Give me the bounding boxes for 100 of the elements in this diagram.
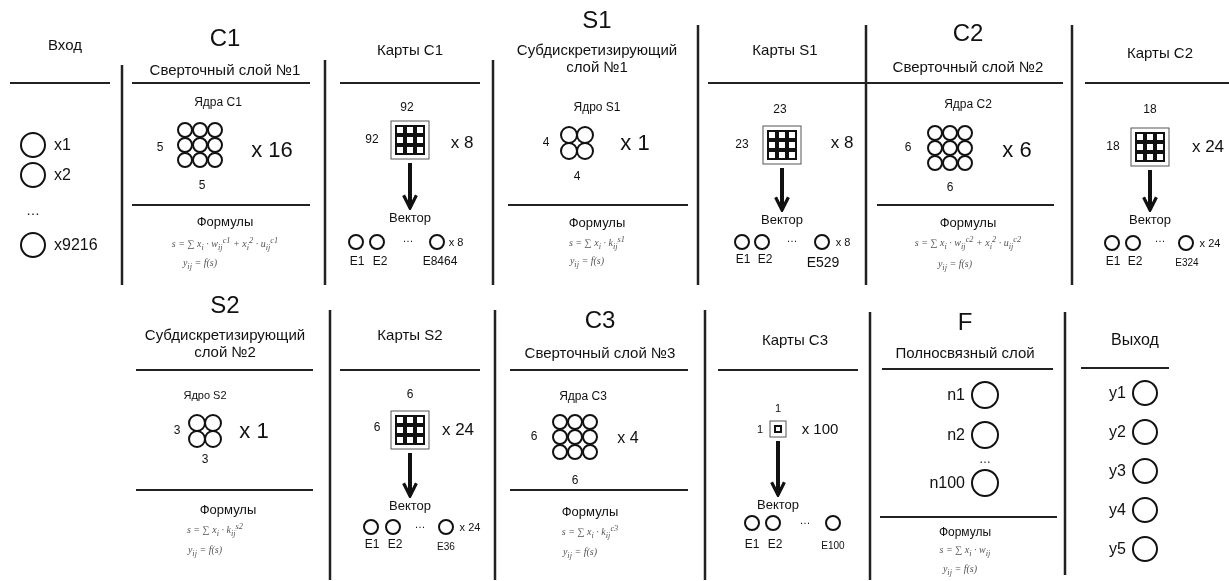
neuron-circle xyxy=(1132,380,1158,406)
dimension: 6 xyxy=(946,181,954,195)
formula: y$_{ij}$ = f(s) xyxy=(562,545,598,561)
element-label: E2 xyxy=(767,538,783,552)
kernel-caption: Ядра C3 xyxy=(559,390,607,404)
element-label: E2 xyxy=(387,538,403,552)
multiplier: x 8 xyxy=(835,235,851,249)
neuron-circle xyxy=(1132,419,1158,445)
section-title: Формулы xyxy=(561,504,619,520)
layer-title: Сверточный слой №2 xyxy=(892,58,1044,76)
multiplier: x 24 xyxy=(441,420,475,440)
layer-name: C2 xyxy=(952,19,984,47)
neuron-label: x2 xyxy=(54,165,71,185)
dimension: 6 xyxy=(904,141,912,155)
element-label: E1 xyxy=(349,255,365,269)
dimension: 5 xyxy=(156,141,164,155)
dimension: 6 xyxy=(530,430,538,444)
kernel-caption: Ядро S2 xyxy=(183,388,227,402)
multiplier: x 1 xyxy=(239,418,269,444)
element-label: E1 xyxy=(735,253,751,267)
dimension: 23 xyxy=(773,103,787,117)
element-label: E1 xyxy=(364,538,380,552)
arrow xyxy=(1142,170,1158,212)
neuron-label: n1 xyxy=(947,385,965,405)
ellipsis: … xyxy=(979,453,991,467)
multiplier: x 8 xyxy=(830,133,854,153)
neuron-circle xyxy=(1132,497,1158,523)
formula: y$_{ij}$ = f(s) xyxy=(569,254,605,270)
dimension: 6 xyxy=(373,421,381,435)
element-label: E8464 xyxy=(422,255,458,269)
multiplier: x 16 xyxy=(251,137,293,163)
column-title: Карты C3 xyxy=(761,331,829,349)
neuron-label: y4 xyxy=(1109,500,1126,520)
formula: y$_{ij}$ = f(s) xyxy=(187,543,223,559)
multiplier: x 100 xyxy=(801,420,839,438)
dimension: 18 xyxy=(1106,140,1120,154)
feature-map-grid xyxy=(762,125,802,165)
feature-map-grid xyxy=(769,420,787,438)
layer-name: S2 xyxy=(210,291,240,319)
dimension: 5 xyxy=(198,179,206,193)
neuron-label: y2 xyxy=(1109,422,1126,442)
multiplier: x 8 xyxy=(450,133,474,153)
vector-caption: Вектор xyxy=(389,210,431,226)
neuron-circle xyxy=(971,381,999,409)
neuron-circle xyxy=(1132,458,1158,484)
section-title: Формулы xyxy=(199,502,257,518)
neuron-circle xyxy=(20,132,46,158)
formula: y$_{ij}$ = f(s) xyxy=(182,256,218,272)
layer-name: C1 xyxy=(209,24,241,52)
kernel-caption: Ядро S1 xyxy=(573,101,621,115)
layer-title: Полносвязный слой xyxy=(895,344,1035,362)
layer-title: Сверточный слой №3 xyxy=(524,344,676,362)
layer-title: Субдискретизирующий слой №1 xyxy=(515,40,679,76)
element-label: E2 xyxy=(372,255,388,269)
vector-caption: Вектор xyxy=(1129,212,1171,228)
dimension: 92 xyxy=(400,101,414,115)
ellipsis: … xyxy=(414,517,426,531)
element-label: E36 xyxy=(437,541,455,553)
vector-caption: Вектор xyxy=(389,498,431,514)
section-title: Формулы xyxy=(938,526,992,540)
element-label: E324 xyxy=(1175,257,1199,269)
section-title: Формулы xyxy=(939,215,997,231)
feature-map-grid xyxy=(390,120,430,160)
dimension: 92 xyxy=(365,133,379,147)
dimension: 1 xyxy=(756,422,764,436)
kernel-caption: Ядра C2 xyxy=(944,98,992,112)
arrow xyxy=(774,168,790,212)
section-title: Формулы xyxy=(568,215,626,231)
neuron-circle xyxy=(971,421,999,449)
arrow xyxy=(402,453,418,498)
multiplier: x 24 xyxy=(459,520,481,534)
layer-name: S1 xyxy=(582,6,612,34)
section-title: Формулы xyxy=(196,214,254,230)
element-label: E1 xyxy=(1105,255,1121,269)
dimension: 4 xyxy=(573,170,581,184)
multiplier: x 8 xyxy=(448,235,464,249)
feature-map-grid xyxy=(390,410,430,450)
dimension: 3 xyxy=(173,424,181,438)
vector-caption: Вектор xyxy=(761,212,803,228)
dimension: 6 xyxy=(406,388,414,402)
dimension: 4 xyxy=(542,136,550,150)
layer-name: F xyxy=(957,308,973,336)
neuron-circle xyxy=(20,232,46,258)
neuron-label: y3 xyxy=(1109,461,1126,481)
formula: y$_{ij}$ = f(s) xyxy=(942,562,978,578)
multiplier: x 24 xyxy=(1199,236,1221,250)
formula: s = ∑ x$_{i}$ · w$_{ij}$ xyxy=(939,543,991,559)
element-label: E100 xyxy=(821,540,845,552)
vector-caption: Вектор xyxy=(757,497,799,513)
element-label: E2 xyxy=(757,253,773,267)
neuron-label: n2 xyxy=(947,425,965,445)
neuron-circle xyxy=(20,162,46,188)
formula: y$_{ij}$ = f(s) xyxy=(937,257,973,273)
ellipsis: … xyxy=(1154,231,1166,245)
neuron-circle xyxy=(1132,536,1158,562)
feature-map-grid xyxy=(1130,127,1170,167)
neuron-circle xyxy=(971,469,999,497)
neuron-label: y5 xyxy=(1109,539,1126,559)
arrow xyxy=(402,163,418,210)
column-title: Вход xyxy=(48,36,82,54)
